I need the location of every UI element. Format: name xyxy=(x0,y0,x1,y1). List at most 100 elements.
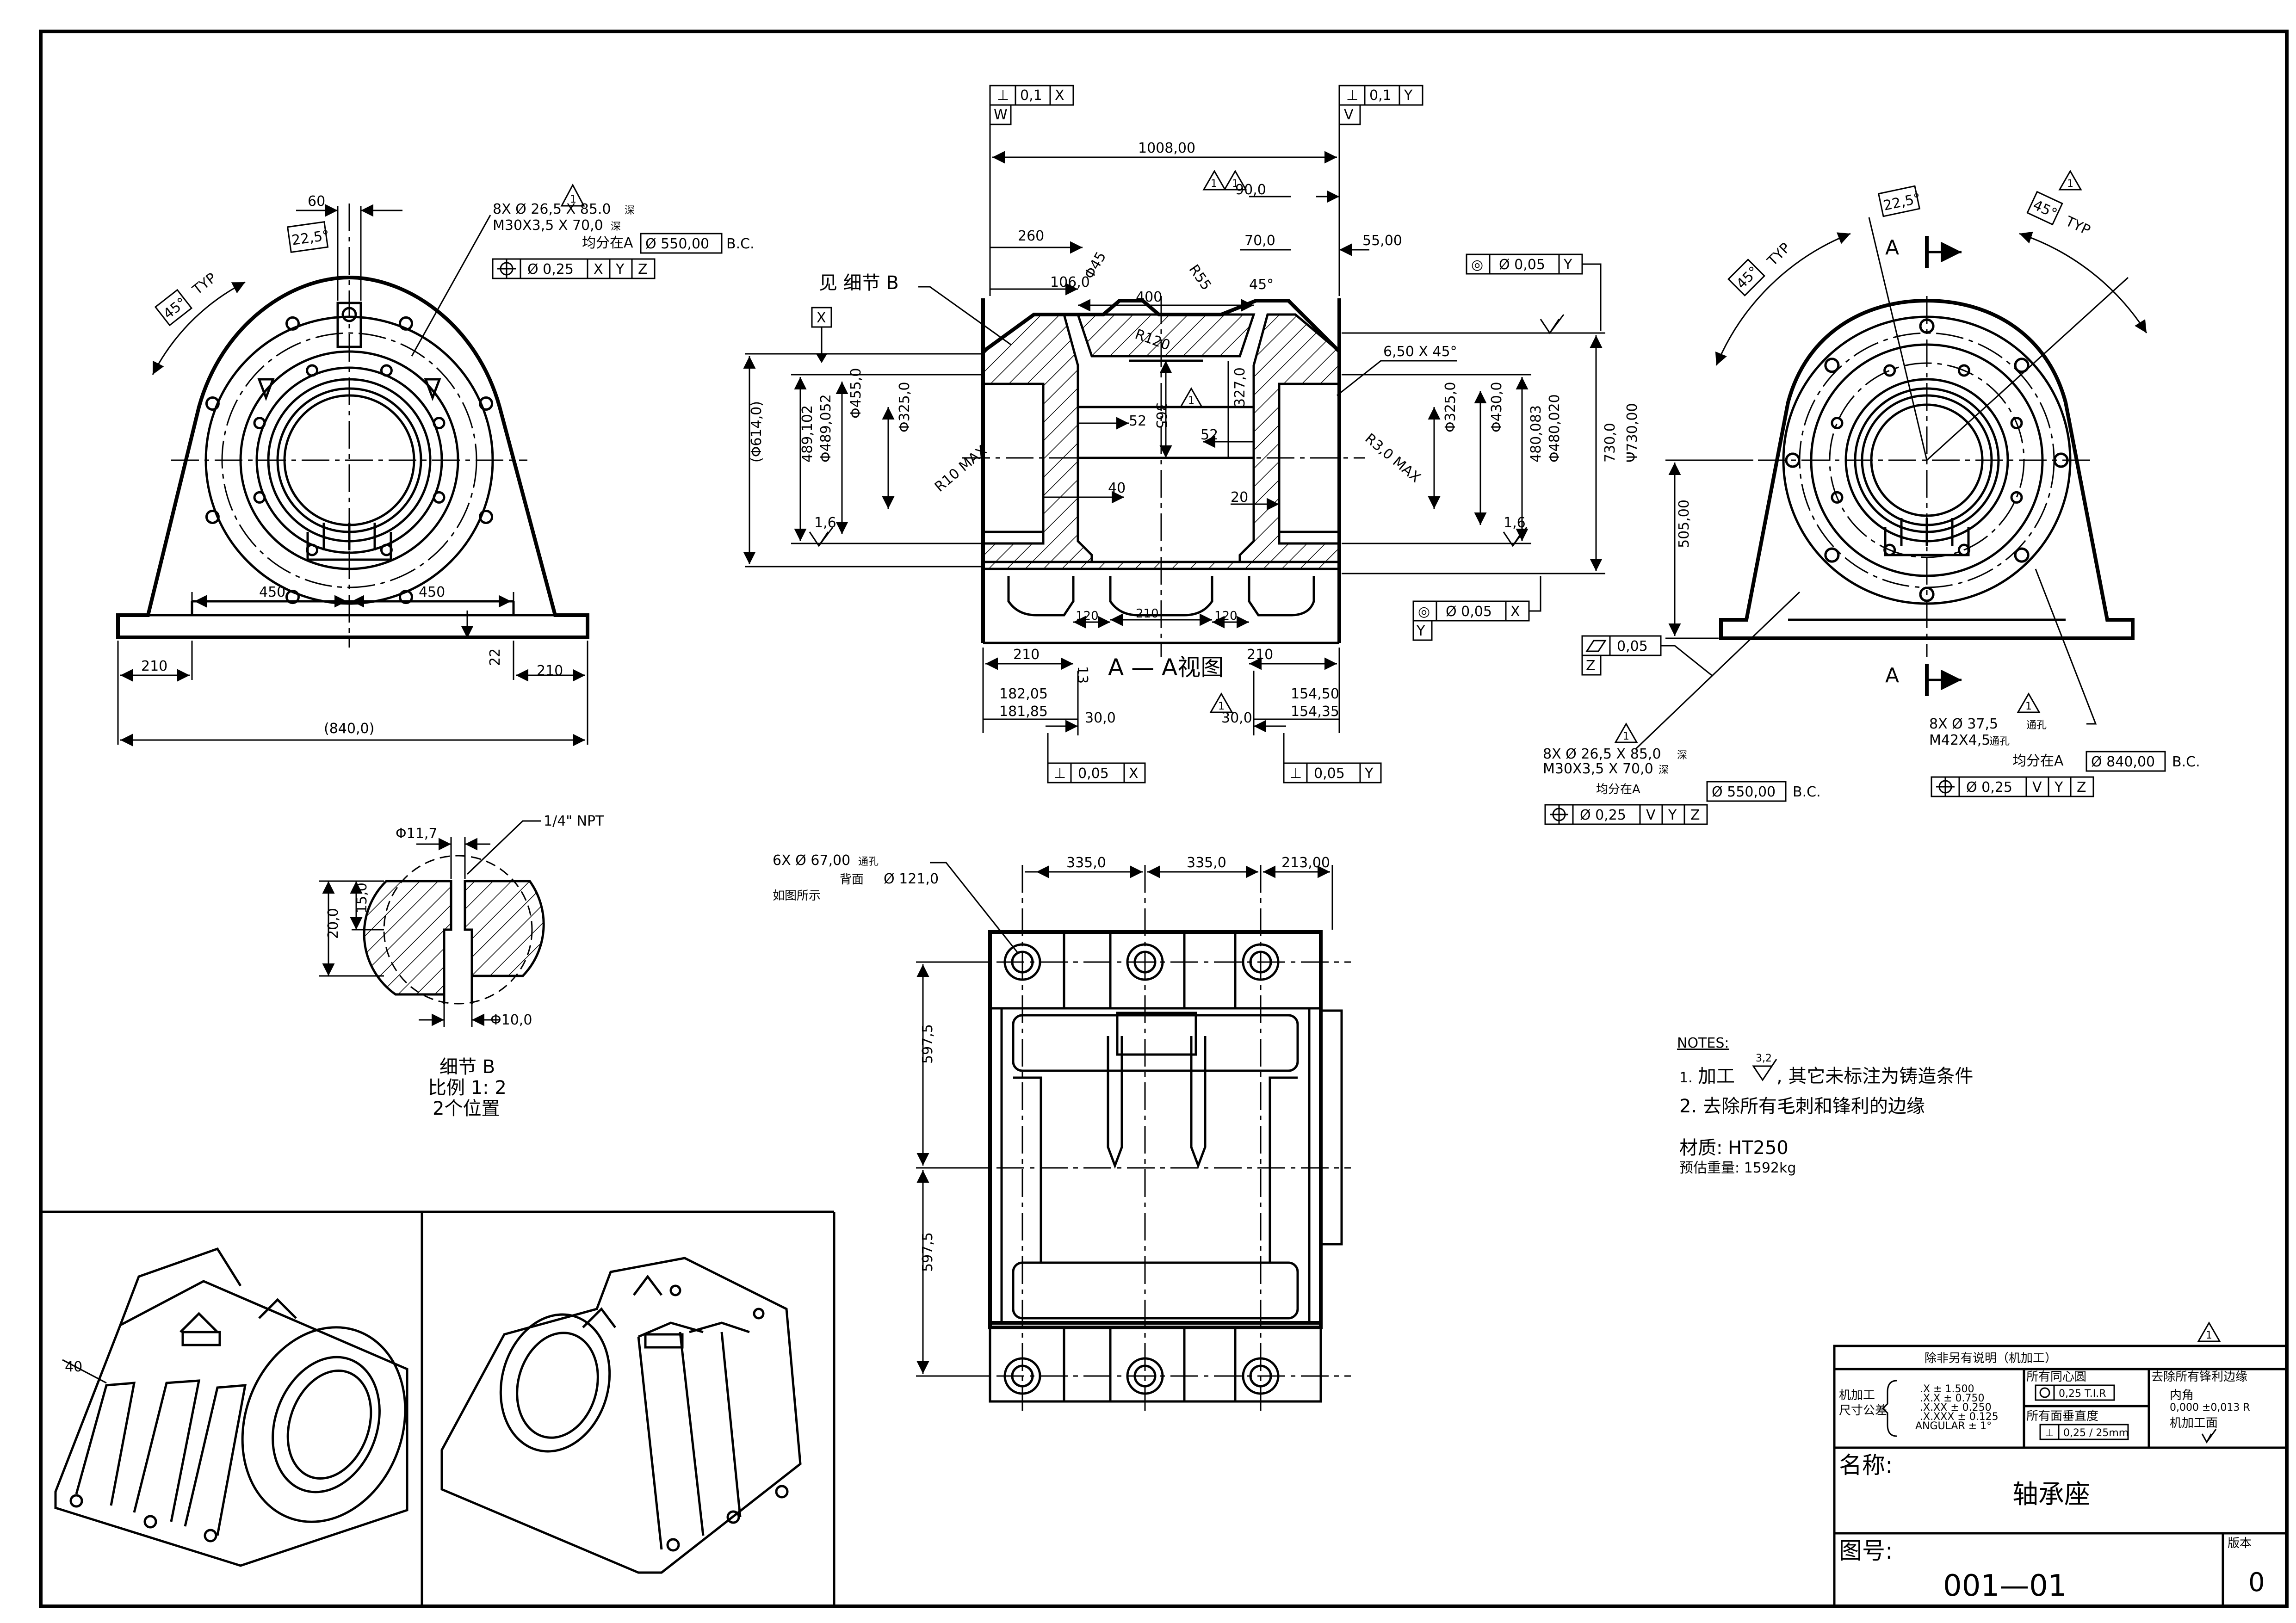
tb-tol-row-2: .X.XX ± 0.250 xyxy=(1920,1402,1992,1413)
side-rev-2: 1 xyxy=(1623,731,1629,742)
tb-tol-row-3: .X.XXX ± 0.125 xyxy=(1920,1411,1999,1423)
sec-d489b: Φ489,052 xyxy=(818,394,834,463)
side-bolt-1-deep: 深 xyxy=(1677,750,1687,761)
sec-d1008: 1008,00 xyxy=(1138,140,1195,156)
side-typ-b: TYP xyxy=(2062,213,2092,239)
front-bolt-note-2: M30X3,5 X 70,0 xyxy=(493,217,603,234)
tb-tol-row-0: .X ± 1.500 xyxy=(1920,1383,1974,1395)
front-bc-note: 均分在A xyxy=(582,235,633,251)
sec-bfcf2-ref: Y xyxy=(1364,765,1374,782)
detail-h20: 20,0 xyxy=(325,908,341,939)
sec-d325a: Φ325,0 xyxy=(897,382,913,433)
sec-rev-3: 1 xyxy=(1188,395,1194,407)
sec-d489a: 489,102 xyxy=(799,405,816,463)
front-view: 60 22,5° 45° TYP 8X Ø 26,5 X 85.0 深 M30X… xyxy=(116,183,755,747)
sec-xfcf-datum: Y xyxy=(1416,623,1425,639)
top-d5975b: 597,5 xyxy=(920,1232,936,1272)
sec-xfcf-sym: ◎ xyxy=(1418,604,1430,620)
tb-rev-mark: 1 xyxy=(2206,1330,2212,1341)
notes-n1-b: , 其它未标注为铸造条件 xyxy=(1776,1066,1973,1087)
sec-d400: 400 xyxy=(1136,289,1162,305)
tb-conc-value: 0,25 T.I.R xyxy=(2059,1388,2106,1400)
mounting-hole xyxy=(1126,943,1164,981)
iso-d40: 40 xyxy=(65,1359,82,1375)
sec-w-sym: ⊥ xyxy=(997,87,1009,104)
side-sec-a-bot: A xyxy=(1885,664,1899,687)
side-h505: 505,00 xyxy=(1676,500,1692,548)
mounting-hole xyxy=(1249,950,1272,974)
bolt-hole xyxy=(479,510,494,524)
sec-w-datum: W xyxy=(994,107,1008,123)
sec-d210b: 210 xyxy=(1136,607,1159,621)
side-bc2-suffix: B.C. xyxy=(2172,754,2200,770)
sec-chamfer: 6,50 X 45° xyxy=(1383,344,1457,360)
top-d5975a: 597,5 xyxy=(920,1024,936,1064)
top-as-shown: 如图所示 xyxy=(773,889,821,903)
tb-inner: 内角 xyxy=(2170,1388,2194,1402)
notes-mat-value: HT250 xyxy=(1728,1137,1789,1159)
side-fcf2-pos: Ø 0,25 xyxy=(1966,779,2012,796)
notes-n1-num: 1. xyxy=(1679,1070,1693,1086)
sec-xfcf-tol: Ø 0,05 xyxy=(1446,604,1492,620)
front-dim-total: (840,0) xyxy=(324,721,374,737)
iso-view-right xyxy=(440,1257,802,1574)
sec-d18185: 181,85 xyxy=(999,704,1048,720)
sec-d13: 13 xyxy=(1074,666,1090,684)
sec-v-datum: V xyxy=(1344,107,1354,123)
sec-d730b: Ψ730,00 xyxy=(1624,403,1640,463)
detail-caption-2: 比例 1: 2 xyxy=(428,1077,507,1098)
mounting-hole xyxy=(1242,1357,1280,1395)
tb-rev-label: 版本 xyxy=(2228,1537,2252,1550)
sec-d480b: Φ480,020 xyxy=(1547,394,1563,463)
bolt-hole xyxy=(306,543,319,556)
tb-name-label: 名称: xyxy=(1839,1452,1893,1479)
bolt-hole xyxy=(2014,358,2030,373)
tb-machined: 机加工面 xyxy=(2170,1416,2218,1430)
sec-title: A — A视图 xyxy=(1108,654,1224,681)
bolt-hole xyxy=(479,396,494,411)
sec-d300a: 30,0 xyxy=(1085,710,1116,726)
side-bc-note: 均分在A xyxy=(1596,783,1640,796)
mounting-hole xyxy=(1126,1357,1164,1395)
sec-yfcf-sym: ◎ xyxy=(1471,257,1483,273)
sec-d325b: Φ325,0 xyxy=(1442,382,1459,433)
bolt-hole xyxy=(253,417,266,430)
side-bolt-3-thru: 通孔 xyxy=(2026,720,2047,731)
top-hole-1: 6X Ø 67,00 xyxy=(773,852,850,869)
bolt-hole xyxy=(399,316,413,331)
side-rev-1: 1 xyxy=(2067,178,2073,190)
bolt-hole xyxy=(1824,358,1840,373)
tb-perp-sym: ⊥ xyxy=(2045,1427,2054,1439)
sec-d40: 40 xyxy=(1108,480,1126,496)
side-rev-3: 1 xyxy=(2025,701,2032,712)
sec-rev-2: 1 xyxy=(1232,178,1238,190)
sec-d15435: 154,35 xyxy=(1291,704,1339,720)
bolt-hole xyxy=(205,396,220,411)
bolt-hole xyxy=(1919,318,1935,334)
notes-heading: NOTES: xyxy=(1677,1035,1729,1051)
sec-d365: 365 xyxy=(1153,402,1169,429)
mounting-hole xyxy=(1249,1364,1272,1388)
side-fcf2-v: V xyxy=(2032,779,2042,796)
tb-tol-row-4: ANGULAR ± 1° xyxy=(1915,1420,1992,1432)
notes-mat-label: 材质: xyxy=(1679,1137,1722,1159)
tb-rev-value: 0 xyxy=(2248,1567,2265,1598)
sec-bfcf1-ref: X xyxy=(1129,765,1139,782)
sec-yfcf-ref: Y xyxy=(1563,257,1572,273)
mounting-hole xyxy=(1003,943,1041,981)
side-bolt-2-deep: 深 xyxy=(1659,765,1669,776)
sec-a45: 45° xyxy=(1249,277,1274,293)
sec-d900: 90,0 xyxy=(1235,182,1266,198)
detail-caption-1: 细节 B xyxy=(439,1056,495,1078)
bolt-hole xyxy=(1883,543,1896,556)
title-block: 1 除非另有说明（机加工） 机加工 尺寸公差 .X ± 1.500 .X.X ±… xyxy=(1833,1321,2288,1608)
front-dim-60: 60 xyxy=(308,193,325,210)
bolt-hole xyxy=(1883,364,1896,377)
tb-name-value: 轴承座 xyxy=(2012,1480,2090,1510)
sec-v-tol: 0,1 xyxy=(1369,87,1392,104)
tb-conc-label: 所有同心圆 xyxy=(2026,1370,2086,1384)
tb-tol-label-1: 机加工 xyxy=(1839,1388,1875,1402)
side-fcf2-y: Y xyxy=(2054,779,2063,796)
top-d335b: 335,0 xyxy=(1187,855,1226,871)
bolt-hole xyxy=(253,491,266,504)
